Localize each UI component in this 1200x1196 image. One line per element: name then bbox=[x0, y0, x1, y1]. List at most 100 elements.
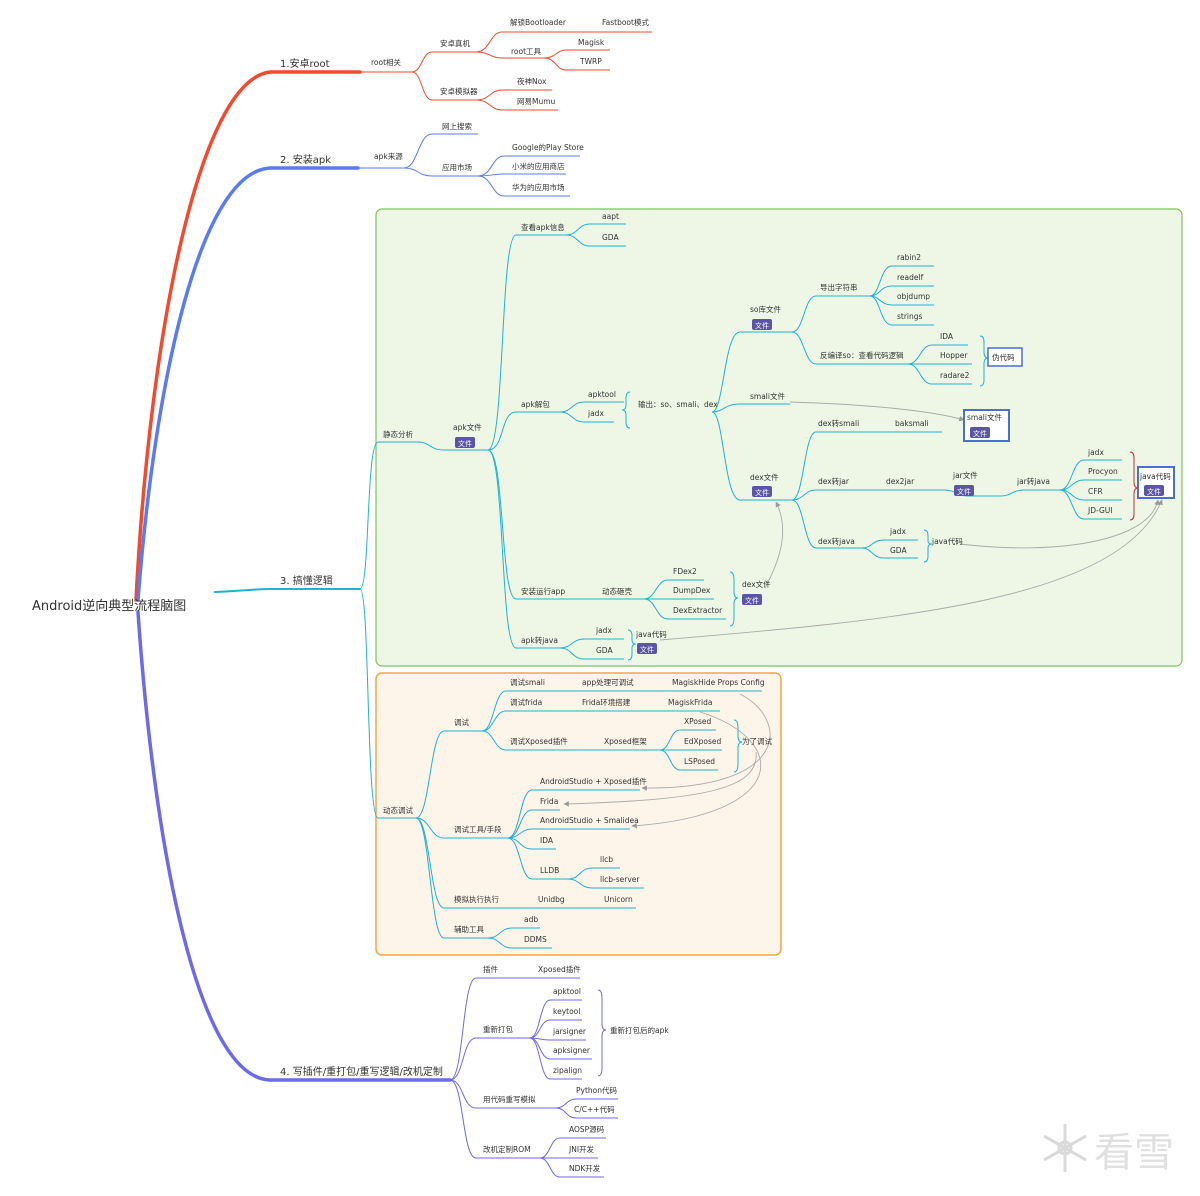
python-code: Python代码 bbox=[576, 1085, 617, 1095]
file-tag: 文件 bbox=[954, 485, 974, 496]
real-device: 安卓真机 bbox=[440, 38, 470, 48]
output-so-smali-dex: 输出：so、smali、dex bbox=[638, 399, 718, 409]
unidbg: Unidbg bbox=[538, 895, 565, 904]
debug-smali: 调试smali bbox=[510, 677, 545, 687]
jadx-3: jadx bbox=[889, 527, 906, 536]
for-debug: 为了调试 bbox=[742, 736, 772, 746]
svg-text:伪代码: 伪代码 bbox=[992, 352, 1015, 362]
apk-source: apk来源 bbox=[374, 152, 403, 161]
svg-text:smali文件: smali文件 bbox=[967, 412, 1002, 422]
branch-rewrite bbox=[449, 977, 618, 1178]
ida-1: IDA bbox=[940, 332, 954, 341]
svg-text:java代码: java代码 bbox=[1139, 471, 1171, 481]
ddms: DDMS bbox=[524, 935, 547, 944]
svg-text:文件: 文件 bbox=[745, 596, 759, 605]
static-analysis: 静态分析 bbox=[383, 429, 413, 439]
keytool: keytool bbox=[553, 1007, 580, 1016]
branch-logic bbox=[359, 223, 1122, 949]
magiskhide-props: MagiskHide Props Config bbox=[672, 678, 765, 687]
pseudo-code-box: 伪代码 bbox=[987, 347, 1023, 367]
apk-unpack: apk解包 bbox=[521, 399, 550, 409]
snowflake-icon bbox=[1043, 1124, 1087, 1172]
dynamic-unpack: 动态砸壳 bbox=[602, 586, 632, 596]
rewrite-code: 用代码重写模拟 bbox=[483, 1094, 536, 1104]
branch-root bbox=[360, 31, 652, 111]
dex2jar: dex2jar bbox=[886, 477, 915, 486]
llcb: llcb bbox=[600, 855, 613, 864]
apktool-1: apktool bbox=[588, 390, 616, 399]
xiaomi-store: 小米的应用商店 bbox=[512, 161, 565, 171]
dex-to-java: dex转java bbox=[818, 536, 855, 546]
objdump: objdump bbox=[897, 292, 930, 301]
branch-4-title: 4. 写插件/重打包/重写逻辑/改机定制 bbox=[280, 1065, 443, 1078]
as-smalidea: AndroidStudio + Smalidea bbox=[540, 816, 639, 825]
baksmali: baksmali bbox=[895, 419, 929, 428]
file-tag: 文件 bbox=[455, 437, 475, 448]
aapt: aapt bbox=[602, 212, 619, 221]
llcb-server: llcb-server bbox=[600, 875, 640, 884]
jadx-1: jadx bbox=[587, 409, 604, 418]
emulator: 安卓模拟器 bbox=[440, 86, 478, 96]
svg-text:文件: 文件 bbox=[458, 439, 472, 448]
adb: adb bbox=[524, 915, 538, 924]
jar-file: jar文件 bbox=[952, 470, 978, 480]
magiskfrida: MagiskFrida bbox=[668, 698, 712, 707]
svg-text:文件: 文件 bbox=[1147, 487, 1161, 496]
debug: 调试 bbox=[454, 717, 469, 727]
dex-to-jar: dex转jar bbox=[818, 476, 850, 486]
apk-to-java: apk转java bbox=[521, 635, 558, 645]
debug-xposed: 调试Xposed插件 bbox=[510, 736, 568, 746]
java-code-2: java代码 bbox=[635, 629, 667, 639]
dex-to-smali: dex转smali bbox=[818, 418, 859, 428]
jar-to-java: jar转java bbox=[1016, 476, 1050, 486]
apktool-2: apktool bbox=[553, 987, 581, 996]
file-tag: 文件 bbox=[742, 594, 762, 605]
zipalign: zipalign bbox=[553, 1066, 582, 1075]
decompile-so: 反编译so：查看代码逻辑 bbox=[820, 350, 904, 360]
java-code-1: java代码 bbox=[931, 536, 963, 546]
static-analysis-area bbox=[375, 208, 1183, 667]
svg-text:文件: 文件 bbox=[640, 645, 654, 654]
nox: 夜神Nox bbox=[517, 76, 547, 86]
root-related: root相关 bbox=[371, 57, 402, 67]
cpp-code: C/C++代码 bbox=[574, 1104, 615, 1114]
labels: Android逆向典型流程脑图 1.安卓root 2. 安装apk 3. 搞懂逻… bbox=[32, 17, 1118, 1173]
main-branches bbox=[134, 70, 452, 1082]
ndk-dev: NDK开发 bbox=[569, 1163, 601, 1173]
debug-tools: 调试工具/手段 bbox=[454, 824, 502, 834]
svg-text:文件: 文件 bbox=[973, 429, 987, 438]
file-tag: 文件 bbox=[637, 643, 657, 654]
apk-file: apk文件 bbox=[453, 422, 482, 432]
cfr: CFR bbox=[1088, 487, 1103, 496]
xposed-plugin: Xposed插件 bbox=[538, 964, 581, 974]
watermark-text: 看雪 bbox=[1094, 1130, 1174, 1176]
gda-2: GDA bbox=[890, 546, 907, 555]
smali-file-box: smali文件 文件 bbox=[963, 409, 1010, 442]
as-xposed: AndroidStudio + Xposed插件 bbox=[540, 776, 647, 786]
debug-frida: 调试frida bbox=[510, 697, 542, 707]
web-search: 网上搜索 bbox=[442, 121, 472, 131]
procyon: Procyon bbox=[1088, 467, 1118, 476]
fastboot-mode: Fastboot模式 bbox=[602, 17, 649, 27]
hopper: Hopper bbox=[940, 351, 968, 360]
branch-apk bbox=[358, 133, 580, 197]
aux-tools: 辅助工具 bbox=[454, 924, 484, 934]
mumu: 网易Mumu bbox=[517, 97, 556, 106]
google-play: Google的Play Store bbox=[512, 142, 584, 152]
huawei-store: 华为的应用市场 bbox=[512, 182, 565, 192]
jadx-2: jadx bbox=[1087, 448, 1104, 457]
so-file: so库文件 bbox=[750, 304, 781, 314]
gda-3: GDA bbox=[596, 646, 613, 655]
repacked-apk: 重新打包后的apk bbox=[610, 1025, 669, 1035]
branch-2-title: 2. 安装apk bbox=[280, 153, 331, 166]
xposed-framework: Xposed框架 bbox=[604, 736, 647, 746]
lsposed: LSPosed bbox=[684, 757, 715, 766]
java-code-box: java代码 文件 bbox=[1137, 466, 1175, 499]
branch-3-title: 3. 搞懂逻辑 bbox=[280, 574, 333, 587]
app-debuggable: app处理可调试 bbox=[582, 677, 634, 687]
custom-rom: 改机定制ROM bbox=[483, 1144, 531, 1154]
dex-file: dex文件 bbox=[750, 472, 779, 482]
relation-arrows bbox=[563, 401, 1163, 829]
rabin2: rabin2 bbox=[897, 253, 921, 262]
